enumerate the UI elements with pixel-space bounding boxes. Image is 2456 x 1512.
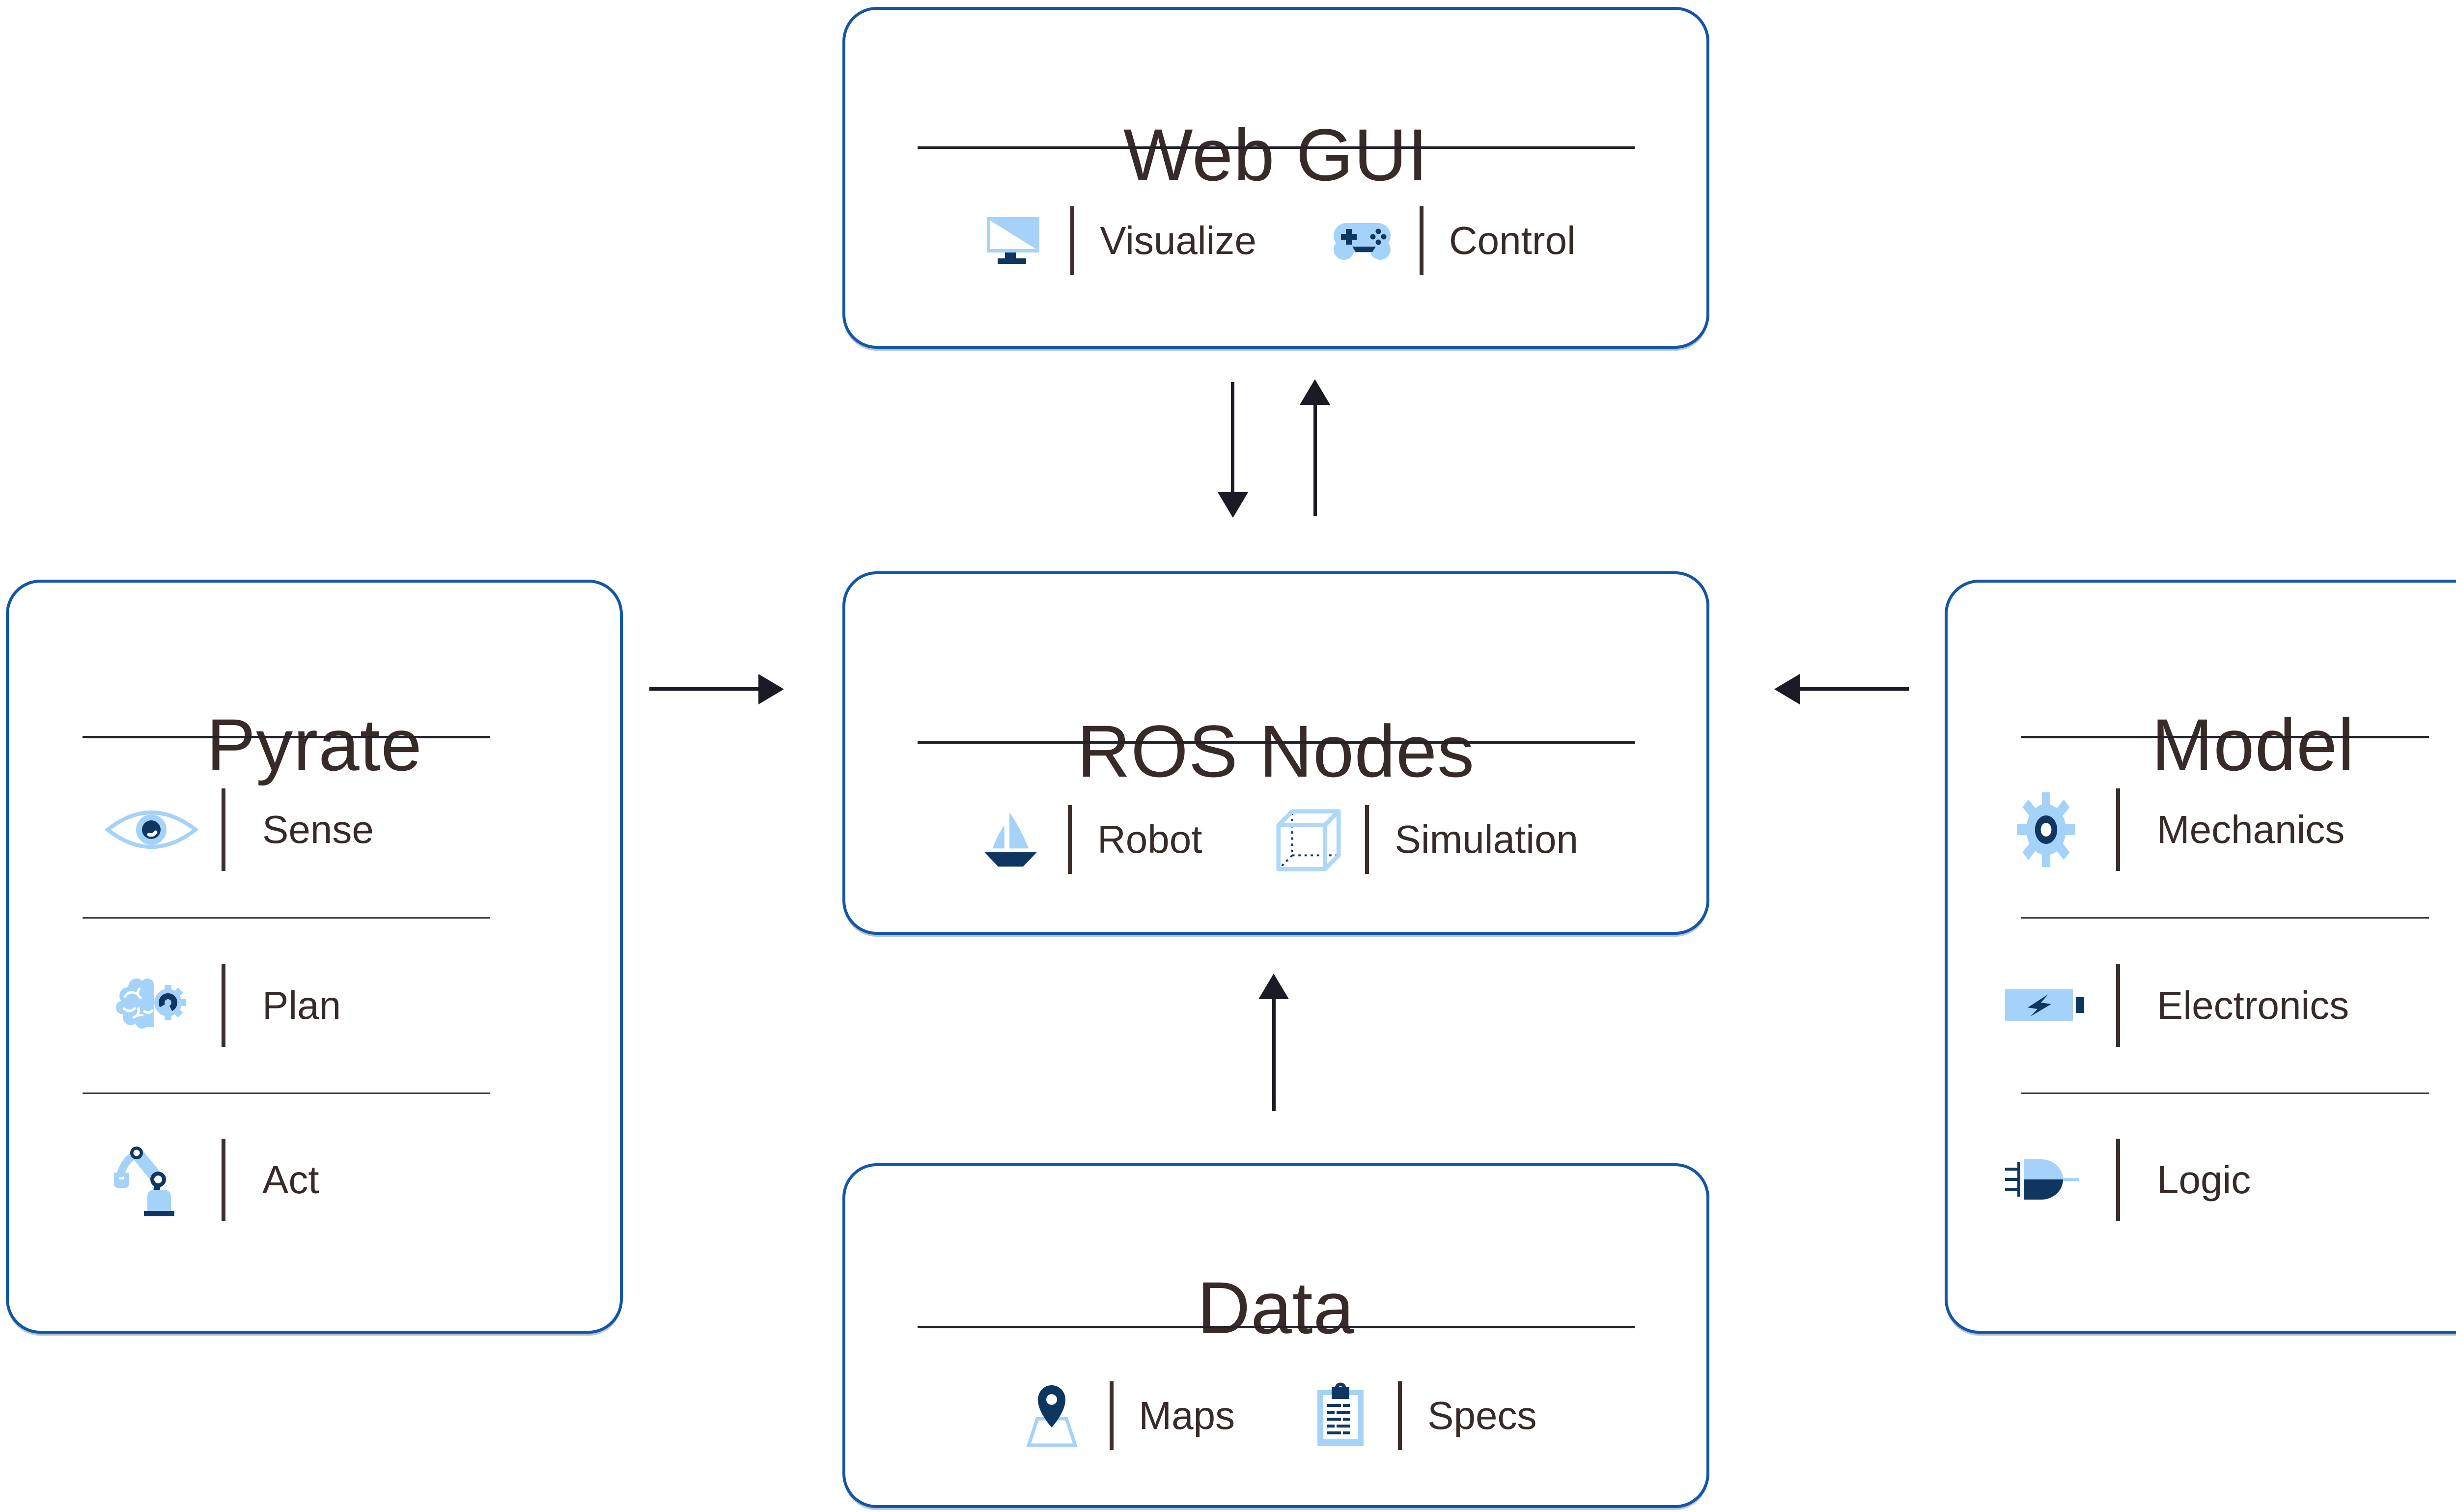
feature-maps: Maps (1015, 1381, 1235, 1450)
icon-label-separator (1070, 206, 1075, 275)
feature-plan: Plan (9, 921, 620, 1090)
sailboat-icon (974, 809, 1047, 871)
feature-act: Act (9, 1096, 620, 1263)
title-underline (917, 1326, 1635, 1328)
icon-label-separator (1365, 805, 1369, 874)
label-plan: Plan (262, 983, 341, 1027)
cube-icon (1271, 807, 1344, 872)
feature-simulation: Simulation (1271, 805, 1578, 874)
brain-gear-icon (95, 972, 208, 1038)
row-separator (83, 917, 490, 919)
icon-label-separator (222, 788, 225, 871)
title-underline (917, 146, 1635, 149)
feature-logic: Logic (1948, 1096, 2456, 1263)
gamepad-icon (1325, 216, 1399, 265)
box-web-gui: Web GUI Visualize (842, 7, 1709, 349)
title-underline (2021, 736, 2429, 738)
clipboard-icon (1304, 1382, 1377, 1449)
feature-mechanics: Mechanics (1948, 745, 2456, 914)
row-separator (2021, 917, 2429, 919)
title-underline (917, 741, 1635, 744)
label-robot: Robot (1097, 817, 1202, 861)
icon-label-separator (2116, 788, 2120, 871)
row-separator (2021, 1092, 2429, 1094)
icon-label-separator (222, 1139, 225, 1221)
box-title-data: Data (1197, 1266, 1355, 1349)
row-separator (83, 1092, 490, 1094)
feature-electronics: Electronics (1948, 921, 2456, 1090)
label-control: Control (1449, 219, 1576, 262)
robot-arm-icon (95, 1143, 208, 1217)
monitor-icon (976, 215, 1050, 267)
label-act: Act (262, 1158, 319, 1202)
box-pyrate: Pyrate Sense (6, 580, 623, 1334)
eye-icon (95, 800, 208, 859)
label-simulation: Simulation (1395, 817, 1578, 861)
gear-icon (1989, 790, 2102, 869)
feature-visualize: Visualize (976, 206, 1256, 275)
box-title-pyrate: Pyrate (206, 703, 422, 786)
feature-specs: Specs (1304, 1381, 1536, 1450)
feature-robot: Robot (974, 805, 1202, 874)
box-title-ros-nodes: ROS Nodes (1077, 709, 1475, 792)
icon-label-separator (1419, 206, 1423, 275)
icon-label-separator (1068, 805, 1072, 874)
battery-icon (1989, 980, 2102, 1031)
label-electronics: Electronics (2157, 983, 2349, 1027)
icon-label-separator (1109, 1381, 1114, 1450)
feature-sense: Sense (9, 745, 620, 914)
icon-label-separator (2116, 964, 2120, 1047)
label-visualize: Visualize (1100, 219, 1256, 262)
icon-label-separator (1398, 1381, 1402, 1450)
box-title-model: Model (2151, 703, 2355, 786)
icon-label-separator (222, 964, 225, 1047)
map-pin-icon (1015, 1383, 1089, 1448)
icon-label-separator (2116, 1139, 2120, 1221)
title-underline (83, 736, 490, 738)
box-model: Model (1945, 580, 2456, 1334)
logic-gate-icon (1989, 1150, 2102, 1209)
box-data: Data Maps (842, 1163, 1709, 1508)
box-title-web-gui: Web GUI (1123, 113, 1429, 196)
label-logic: Logic (2157, 1158, 2251, 1202)
feature-control: Control (1325, 206, 1576, 275)
label-sense: Sense (262, 807, 374, 851)
box-ros-nodes: ROS Nodes Robot (842, 571, 1709, 935)
label-maps: Maps (1139, 1393, 1235, 1437)
label-mechanics: Mechanics (2157, 807, 2345, 851)
label-specs: Specs (1427, 1393, 1537, 1437)
